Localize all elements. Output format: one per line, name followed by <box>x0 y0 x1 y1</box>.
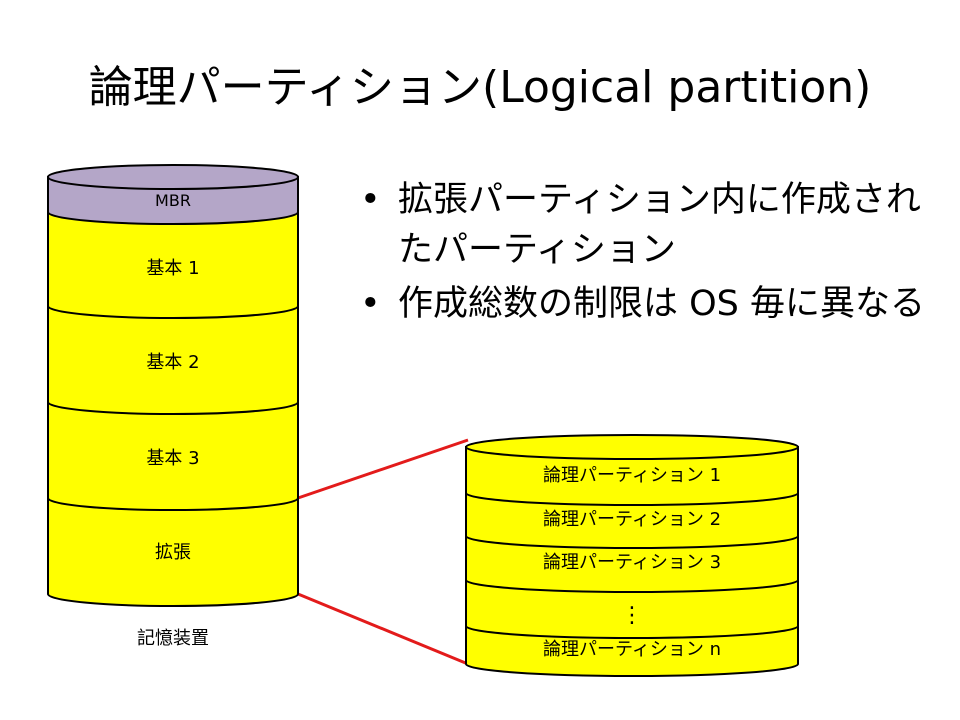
bullet-dot-icon: • <box>360 180 381 220</box>
logical-label-1: 論理パーティション 1 <box>543 465 721 486</box>
bullet-item: • 作成総数の制限は OS 毎に異なる <box>360 279 930 329</box>
segment-label-primary-2: 基本 2 <box>146 352 199 373</box>
mbr-band <box>47 176 299 225</box>
logical-top <box>465 434 799 460</box>
separator <box>47 305 299 319</box>
connector-line-bottom <box>297 592 469 666</box>
separator <box>465 535 799 549</box>
separator <box>465 579 799 593</box>
segment-label-primary-3: 基本 3 <box>146 448 199 469</box>
logical-cylinder <box>465 434 799 677</box>
slide-title: 論理パーティション(Logical partition) <box>88 62 872 113</box>
separator <box>465 625 799 639</box>
bullet-list: • 拡張パーティション内に作成されたパーティション • 作成総数の制限は OS 毎に… <box>360 175 930 333</box>
bullet-text: 拡張パーティション内に作成されたパーティション <box>398 180 921 270</box>
connector-line-top <box>297 438 469 500</box>
segment-label-mbr: MBR <box>155 191 191 210</box>
storage-body <box>47 176 299 607</box>
logical-label-3: 論理パーティション 3 <box>543 552 721 573</box>
bullet-text: 作成総数の制限は OS 毎に異なる <box>398 284 926 324</box>
separator <box>465 492 799 506</box>
logical-ellipsis: ⋮ <box>621 603 643 628</box>
storage-cylinder <box>47 164 299 607</box>
logical-label-2: 論理パーティション 2 <box>543 509 721 530</box>
logical-label-n: 論理パーティション n <box>543 639 721 660</box>
segment-label-primary-1: 基本 1 <box>146 258 199 279</box>
storage-top <box>47 164 299 190</box>
storage-label: 記憶装置 <box>137 628 209 649</box>
bullet-dot-icon: • <box>360 284 381 324</box>
bullet-item: • 拡張パーティション内に作成されたパーティション <box>360 175 930 275</box>
segment-label-extended: 拡張 <box>155 542 191 563</box>
separator <box>47 497 299 511</box>
separator <box>47 401 299 415</box>
